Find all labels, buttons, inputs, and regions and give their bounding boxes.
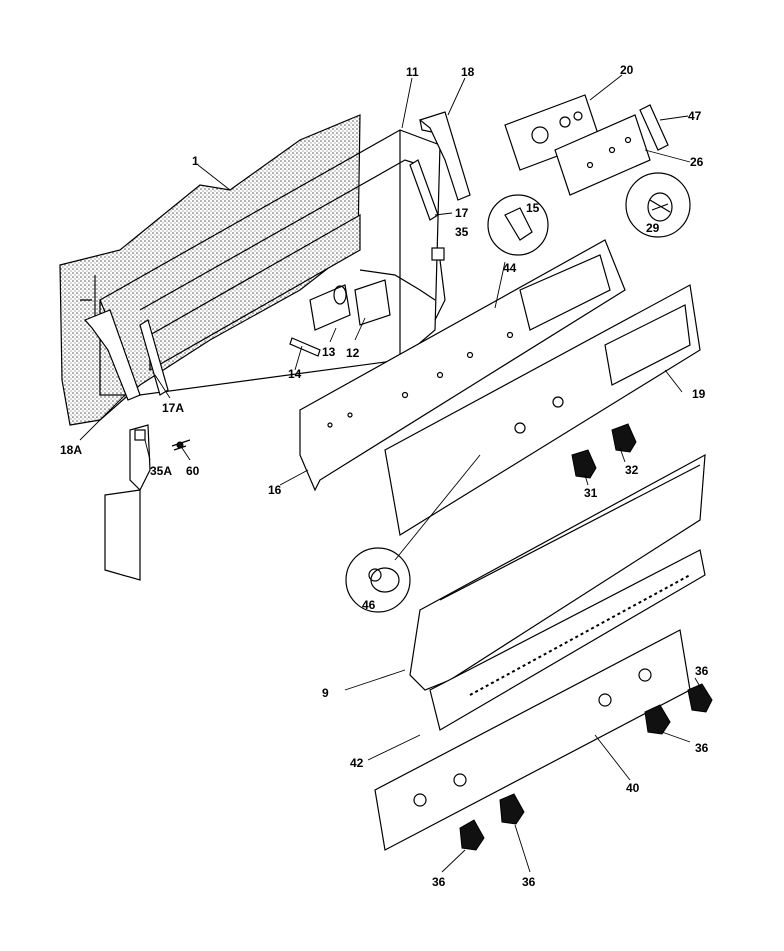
part-47-clip [639, 104, 669, 151]
part-13-switch [309, 284, 351, 331]
callout-16: 16 [268, 483, 282, 497]
callout-15: 15 [526, 201, 540, 215]
callout-42: 42 [350, 756, 364, 770]
part-35-switch [431, 247, 445, 261]
callout-36-d: 36 [522, 875, 536, 889]
part-26-overlay [554, 114, 651, 196]
leader-lines [79, 74, 703, 873]
callout-35: 35 [455, 225, 469, 239]
wiring-harness [359, 259, 446, 321]
callout-29: 29 [646, 221, 660, 235]
part-36-knob-a [687, 683, 713, 713]
callout-18: 18 [461, 65, 475, 79]
callout-31: 31 [584, 486, 598, 500]
callout-26: 26 [690, 155, 704, 169]
part-60-screw [171, 439, 191, 451]
part-35A-side-bracket [129, 424, 151, 492]
part-18A-bracket [83, 309, 141, 401]
part-36-knob-b [644, 704, 671, 735]
part-19-glass-panel [384, 284, 701, 536]
callout-13: 13 [322, 345, 336, 359]
part-31-knob [571, 449, 597, 479]
part-46-knob-detail [345, 547, 411, 613]
callout-44: 44 [503, 261, 517, 275]
callout-46: 46 [362, 598, 376, 612]
part-36-knob-d [499, 793, 525, 825]
part-12-switch [354, 279, 391, 326]
part-36-knob-c [459, 819, 485, 851]
callout-labels: 1 11 18 20 47 26 17 15 35 29 44 13 12 14… [60, 63, 709, 889]
callout-11: 11 [406, 65, 419, 79]
part-lower-left-plate [104, 489, 141, 581]
callout-17: 17 [455, 206, 469, 220]
part-42-vent [429, 549, 706, 731]
part-15-switch-detail [487, 194, 549, 256]
callout-40: 40 [626, 781, 640, 795]
callout-36-a: 36 [695, 664, 709, 678]
part-18-bracket [418, 111, 471, 201]
part-16-control-panel [299, 239, 626, 492]
callout-18A: 18A [60, 443, 82, 457]
callout-36-c: 36 [432, 875, 446, 889]
part-17-strip [409, 159, 439, 221]
callout-19: 19 [692, 387, 706, 401]
part-17A-strip [139, 319, 169, 396]
callout-12: 12 [346, 346, 360, 360]
callout-1: 1 [192, 154, 199, 168]
callout-20: 20 [620, 63, 634, 77]
callout-36-b: 36 [695, 741, 709, 755]
part-29-knob-detail [625, 172, 691, 238]
callout-47: 47 [688, 109, 702, 123]
part-32-knob [611, 423, 637, 453]
part-14-pin [289, 337, 321, 357]
callout-35A: 35A [150, 464, 172, 478]
callout-60: 60 [186, 464, 200, 478]
callout-32: 32 [625, 463, 639, 477]
callout-14: 14 [288, 367, 302, 381]
callout-17A: 17A [162, 401, 184, 415]
callout-9: 9 [322, 686, 329, 700]
